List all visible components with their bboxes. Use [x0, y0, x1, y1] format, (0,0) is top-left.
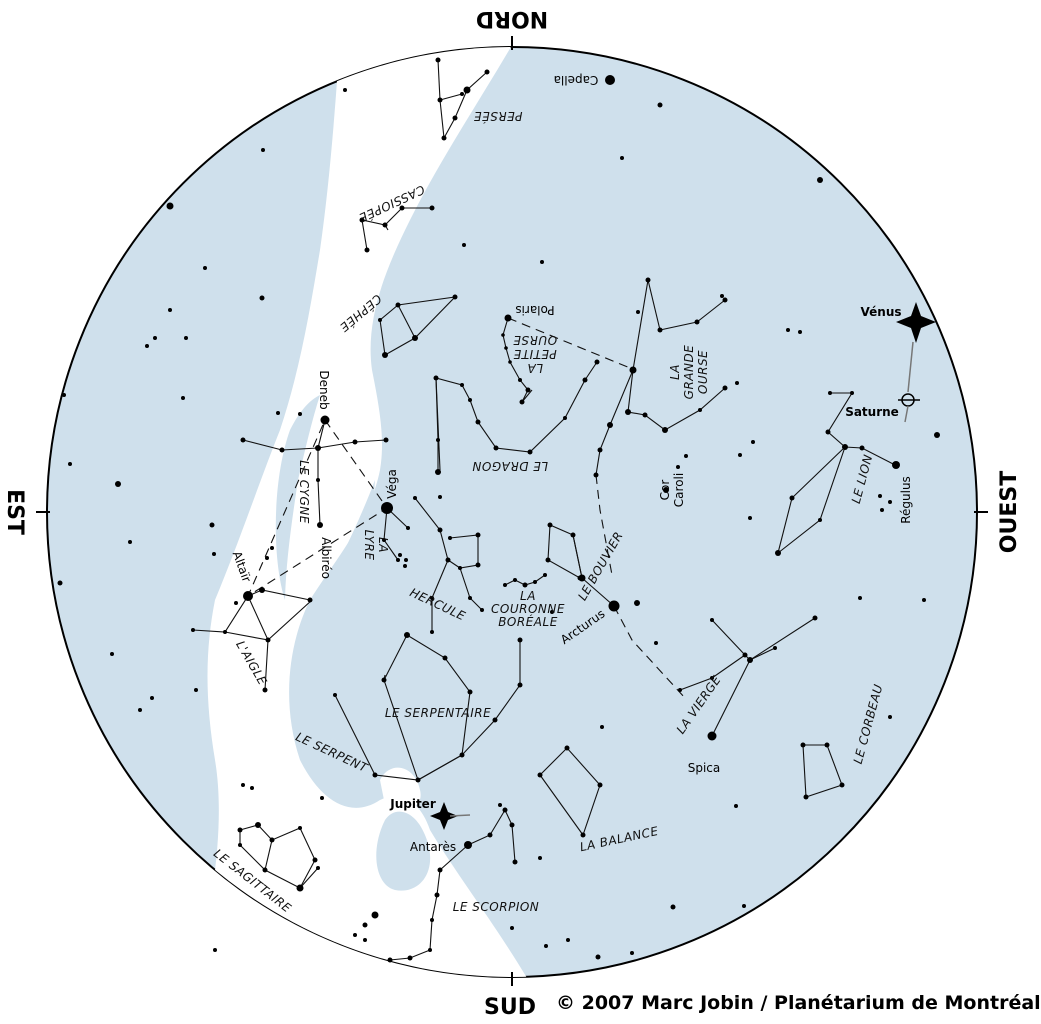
svg-text:LA: LA	[668, 364, 682, 380]
west-label: OUEST	[997, 471, 1022, 553]
label-polaris: Polaris	[515, 303, 554, 317]
label-deneb: Deneb	[317, 370, 331, 409]
label-saturne: Saturne	[845, 405, 899, 419]
label-cygne: LE CYGNE	[297, 460, 311, 524]
label-dragon: LE DRAGON	[472, 459, 548, 473]
label-vega: Véga	[385, 469, 399, 499]
label-scorpion: LE SCORPION	[453, 900, 540, 914]
label-grande-ourse: LA GRANDE OURSE	[668, 345, 710, 400]
label-antares: Antarès	[410, 840, 456, 854]
svg-text:LA: LA	[376, 537, 390, 553]
label-lyre: LA LYRE	[362, 530, 390, 561]
copyright-notice: © 2007 Marc Jobin / Planétarium de Montr…	[556, 992, 1041, 1014]
east-label: EST	[2, 489, 27, 535]
jupiter-symbol	[430, 802, 471, 830]
svg-text:BORÉALE: BORÉALE	[498, 614, 558, 629]
label-persee: PERSÉE	[474, 109, 523, 124]
svg-text:LA: LA	[527, 361, 543, 375]
horizon-circle	[46, 46, 978, 978]
cardinal-ticks	[36, 36, 988, 986]
label-albireo: Albiréo	[319, 537, 333, 579]
north-label: NORD	[476, 6, 548, 31]
saturn-symbol	[898, 393, 920, 423]
svg-text:OURSE: OURSE	[513, 333, 557, 347]
star-field	[57, 57, 940, 963]
label-cor-caroli: Cor Caroli	[658, 473, 686, 507]
milky-way	[190, 47, 540, 977]
label-spica: Spica	[688, 761, 721, 775]
svg-text:Cor: Cor	[658, 480, 672, 501]
label-regulus: Régulus	[899, 476, 913, 524]
label-jupiter: Jupiter	[389, 797, 436, 811]
svg-text:LA: LA	[520, 589, 536, 603]
planet-labels: Vénus Saturne Jupiter	[389, 305, 901, 811]
svg-text:GRANDE: GRANDE	[682, 345, 696, 400]
svg-text:LYRE: LYRE	[362, 530, 376, 561]
label-capella: Capella	[554, 73, 599, 87]
label-petite-ourse: LA PETITE OURSE	[513, 333, 557, 375]
venus-symbol	[896, 302, 936, 393]
south-label: SUD	[484, 995, 536, 1020]
svg-text:OURSE: OURSE	[696, 350, 710, 394]
svg-text:Caroli: Caroli	[672, 473, 686, 507]
label-venus: Vénus	[861, 305, 902, 319]
star-labels: Capella Polaris Deneb Véga Albiréo Altaï…	[230, 73, 913, 854]
svg-text:COURONNE: COURONNE	[491, 602, 565, 616]
label-couronne: LA COURONNE BORÉALE	[491, 589, 565, 629]
label-serpentaire: LE SERPENTAIRE	[385, 706, 491, 720]
svg-text:PETITE: PETITE	[513, 347, 557, 361]
